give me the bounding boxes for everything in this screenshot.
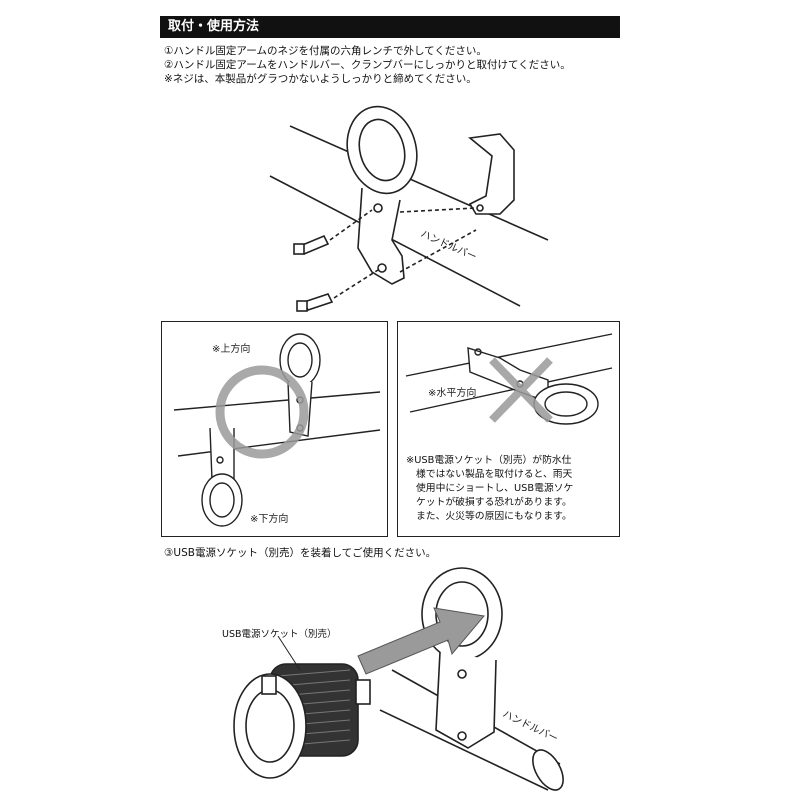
correct-mount-panel: [161, 321, 388, 537]
correct-mount-illustration: [173, 333, 381, 527]
instruction-list: ①ハンドル固定アームのネジを付属の六角レンチで外してください。 ②ハンドル固定ア…: [164, 44, 571, 86]
waterproof-warning: ※USB電源ソケット（別売）が防水仕 様ではない製品を取付けると、雨天 使用中に…: [406, 454, 616, 524]
instruction-line: ※ネジは、本製品がグラつかないようしっかりと締めてください。: [164, 73, 477, 85]
warning-line: また、火災等の原因にもなります。: [416, 511, 572, 522]
usb-socket-label: USB電源ソケット（別売）: [222, 629, 337, 640]
instruction-line: ①ハンドル固定アームのネジを付属の六角レンチで外してください。: [164, 45, 487, 57]
down-direction-label: ※下方向: [250, 512, 288, 525]
handlebar-label-bottom: ハンドルバー: [501, 708, 560, 745]
correct-mark-circle: [215, 365, 309, 459]
horizontal-direction-label: ※水平方向: [428, 386, 476, 399]
bottom-handlebar-illustration: [379, 567, 564, 791]
warning-line: ※USB電源ソケット（別売）が防水仕: [406, 455, 572, 466]
instruction-line: ②ハンドル固定アームをハンドルバー、クランプバーにしっかりと取付けてください。: [164, 59, 571, 71]
up-direction-label: ※上方向: [212, 342, 250, 355]
section-title: 取付・使用方法: [160, 16, 620, 38]
insert-arrow-icon: [357, 607, 485, 675]
incorrect-mount-panel: [397, 321, 620, 537]
warning-line: 使用中にショートし、USB電源ソケ: [416, 483, 574, 494]
incorrect-mark-x: [489, 357, 553, 423]
usb-socket-illustration: [233, 663, 371, 779]
step-3-instruction: ③USB電源ソケット（別売）を装着してご使用ください。: [164, 547, 437, 559]
warning-line: 様ではない製品を取付けると、雨天: [416, 469, 573, 480]
top-handlebar-illustration: [269, 105, 549, 312]
warning-line: ケットが破損する恐れがあります。: [416, 497, 572, 508]
